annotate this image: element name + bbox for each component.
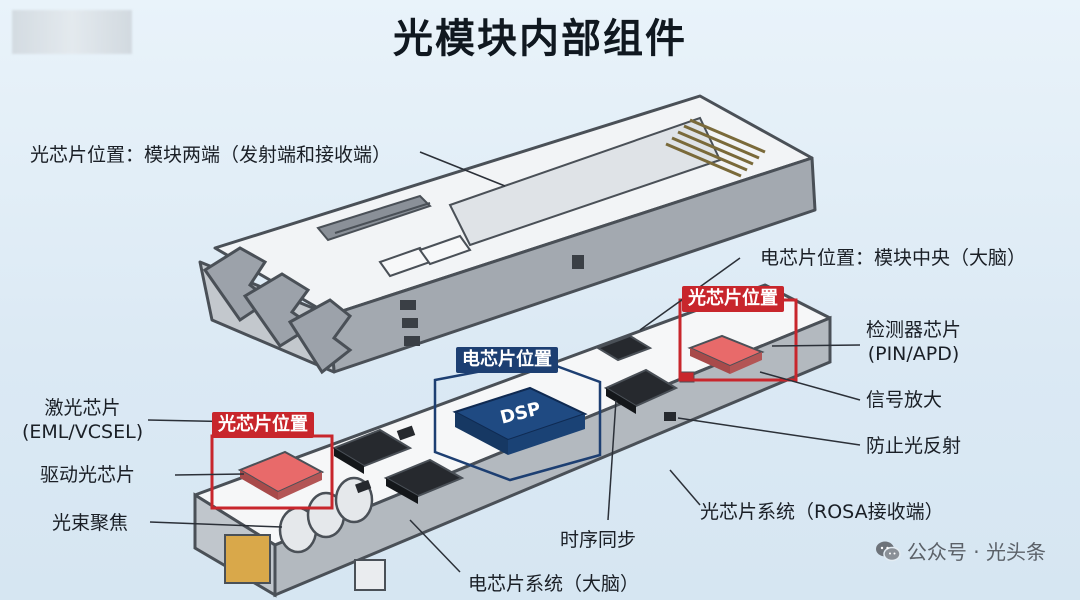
label-timing-sync: 时序同步 [560, 529, 637, 551]
blurred-logo [12, 10, 132, 54]
laser-chip-type: (EML/VCSEL) [22, 421, 144, 443]
watermark-text: 公众号 · 光头条 [906, 540, 1046, 564]
label-rosa: 光芯片系统（ROSA接收端） [700, 501, 944, 523]
chip-right-b [603, 368, 679, 414]
detector-chip [687, 334, 765, 374]
tag-electrical: 电芯片位置 [456, 347, 558, 373]
chip-right-a [595, 334, 653, 362]
label-driver-chip: 驱动光芯片 [40, 464, 136, 486]
module-cage [198, 94, 817, 375]
laser-chip [237, 450, 325, 500]
label-detector-chip: 检测器芯片 (PIN/APD) [866, 318, 961, 366]
laser-chip-name: 激光芯片 [44, 397, 121, 419]
label-optical-position: 光芯片位置：模块两端（发射端和接收端） [30, 144, 392, 166]
label-electrical-system: 电芯片系统（大脑） [468, 573, 640, 595]
tag-optical-right: 光芯片位置 [682, 286, 784, 312]
chip-lower-center [383, 458, 465, 504]
label-laser-chip: 激光芯片 (EML/VCSEL) [22, 396, 143, 444]
label-electrical-position: 电芯片位置：模块中央（大脑） [760, 247, 1027, 269]
page-title: 光模块内部组件 [393, 16, 687, 62]
tag-optical-left: 光芯片位置 [212, 412, 314, 438]
watermark: 公众号 · 光头条 [875, 536, 1046, 567]
label-beam-focus: 光束聚焦 [52, 512, 129, 534]
wechat-icon [875, 540, 901, 567]
label-anti-reflection: 防止光反射 [866, 435, 962, 457]
detector-chip-name: 检测器芯片 [866, 319, 962, 341]
driver-ic [331, 428, 413, 474]
label-signal-amp: 信号放大 [866, 389, 943, 411]
detector-chip-type: (PIN/APD) [867, 343, 960, 365]
